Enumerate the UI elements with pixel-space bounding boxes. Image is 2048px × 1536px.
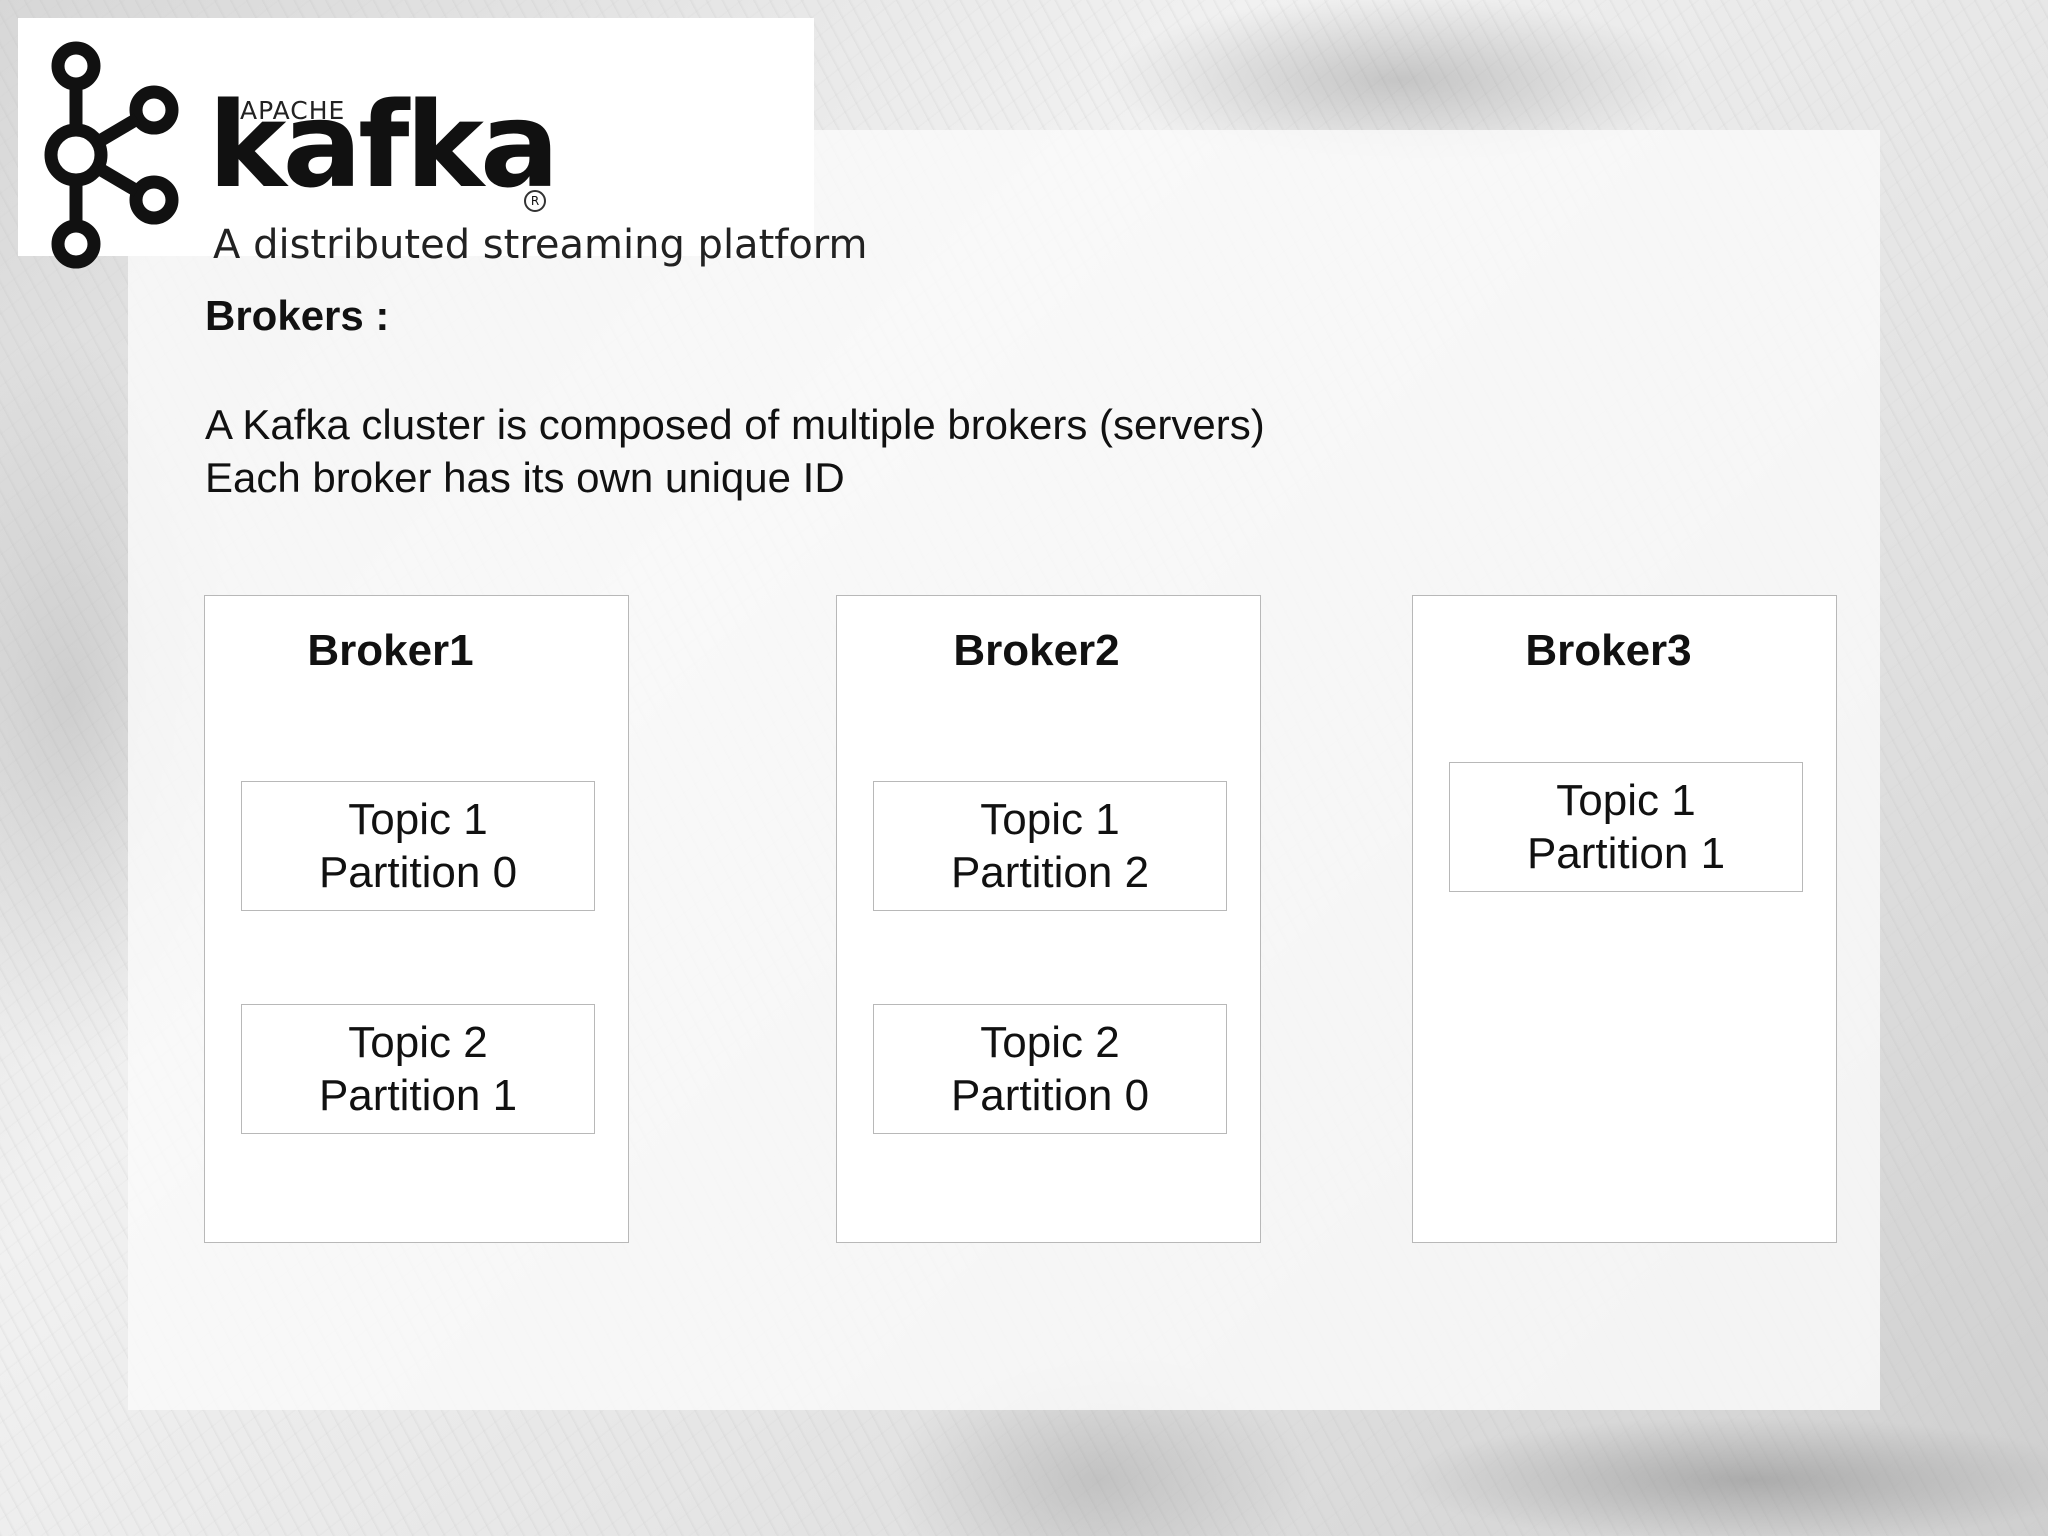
- topic-label: Topic 1: [1556, 776, 1696, 825]
- broker-box-2: Broker2 Topic 1 Partition 2 Topic 2 Part…: [836, 595, 1261, 1243]
- topic-label: Topic 2: [348, 1018, 488, 1067]
- partition-label: Partition 1: [1526, 829, 1726, 878]
- broker-box-3: Broker3 Topic 1 Partition 1: [1412, 595, 1837, 1243]
- registered-mark: R: [524, 190, 546, 212]
- broker-box-1: Broker1 Topic 1 Partition 0 Topic 2 Part…: [204, 595, 629, 1243]
- partition-box: Topic 2 Partition 0: [873, 1004, 1227, 1134]
- partition-box: Topic 2 Partition 1: [241, 1004, 595, 1134]
- topic-label: Topic 2: [980, 1018, 1120, 1067]
- partition-box: Topic 1 Partition 2: [873, 781, 1227, 911]
- logo-tagline: A distributed streaming platform: [213, 222, 868, 268]
- slide-heading: Brokers :: [205, 292, 390, 339]
- partition-label: Partition 0: [318, 848, 518, 897]
- partition-label: Partition 2: [950, 848, 1150, 897]
- kafka-logo-icon: [44, 41, 179, 269]
- description-line: A Kafka cluster is composed of multiple …: [205, 401, 1265, 448]
- broker-title: Broker1: [307, 626, 474, 675]
- slide-description: A Kafka cluster is composed of multiple …: [205, 398, 1265, 504]
- broker-title: Broker2: [953, 626, 1120, 675]
- logo-wordmark: kafka: [208, 76, 560, 214]
- broker-title: Broker3: [1525, 626, 1692, 675]
- kafka-logo: APACHE kafka R A distributed streaming p…: [18, 18, 868, 269]
- partition-box: Topic 1 Partition 1: [1449, 762, 1803, 892]
- partition-box: Topic 1 Partition 0: [241, 781, 595, 911]
- topic-label: Topic 1: [980, 795, 1120, 844]
- description-line: Each broker has its own unique ID: [205, 454, 845, 501]
- logo-apache-text: APACHE: [240, 96, 346, 125]
- topic-label: Topic 1: [348, 795, 488, 844]
- partition-label: Partition 0: [950, 1071, 1150, 1120]
- partition-label: Partition 1: [318, 1071, 518, 1120]
